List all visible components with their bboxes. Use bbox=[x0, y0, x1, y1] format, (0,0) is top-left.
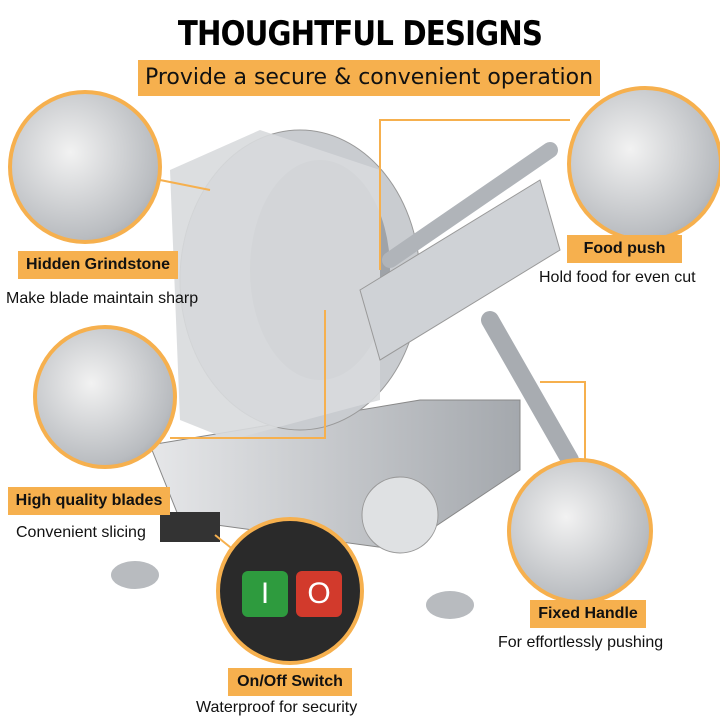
switch-detail-image: I O bbox=[216, 517, 364, 665]
off-switch-icon: O bbox=[296, 571, 342, 617]
page-subtitle: Provide a secure & convenient operation bbox=[138, 60, 600, 96]
page-title: THOUGHTFUL DESIGNS bbox=[177, 14, 543, 54]
feature-desc-handle: For effortlessly pushing bbox=[498, 634, 664, 651]
feature-desc-grindstone: Make blade maintain sharp bbox=[6, 290, 199, 307]
feature-desc-food-push: Hold food for even cut bbox=[539, 269, 696, 286]
feature-label-grindstone: Hidden Grindstone bbox=[18, 251, 178, 279]
callout-line bbox=[159, 179, 211, 191]
feature-label-blades: High quality blades bbox=[8, 487, 170, 515]
grindstone-detail-image bbox=[8, 90, 162, 244]
handle-detail-image bbox=[507, 458, 653, 604]
blade-detail-image bbox=[33, 325, 177, 469]
feature-desc-blades: Convenient slicing bbox=[16, 524, 146, 541]
on-switch-icon: I bbox=[242, 571, 288, 617]
feature-label-handle: Fixed Handle bbox=[530, 600, 646, 628]
feature-desc-switch: Waterproof for security bbox=[196, 699, 358, 716]
food-push-detail-image bbox=[567, 86, 720, 242]
feature-label-switch: On/Off Switch bbox=[228, 668, 352, 696]
feature-label-food-push: Food push bbox=[567, 235, 682, 263]
